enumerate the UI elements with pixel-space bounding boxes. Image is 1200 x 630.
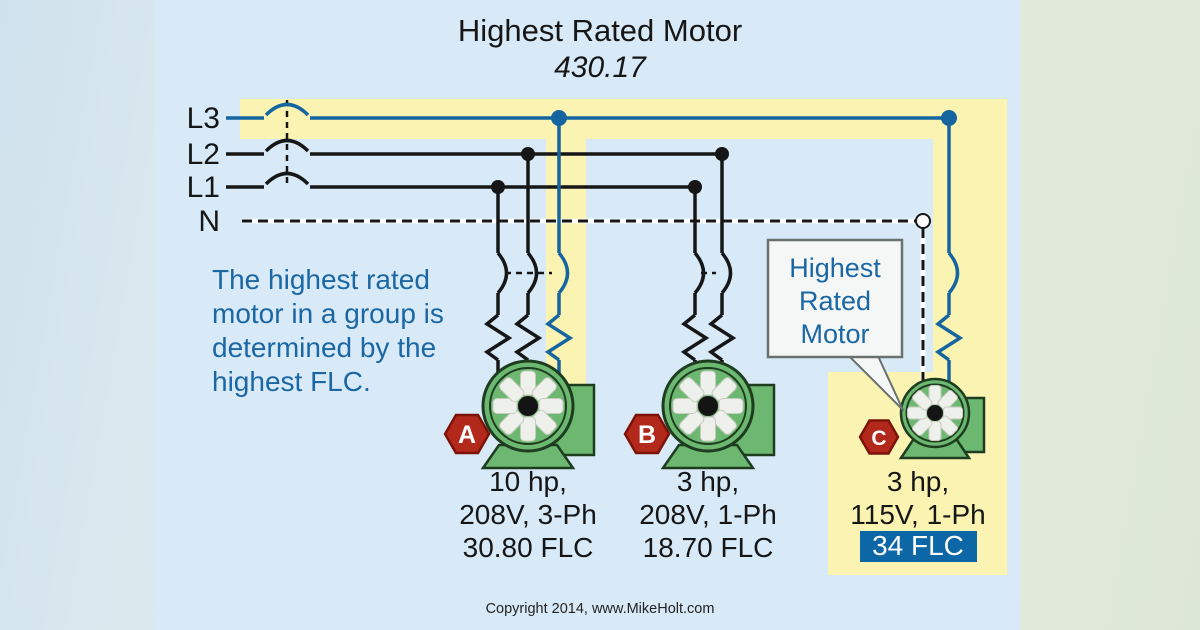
badge-letter-c: C [871,427,886,450]
motor-a-contact-3 [557,251,570,295]
bus-conductors [226,116,949,224]
badge-letter-a: A [458,421,476,449]
motor-a-overload-2 [513,313,543,362]
flc-highlight-box [860,531,977,562]
badge-hexagon-a [443,413,491,455]
copyright-text: Copyright 2014, www.MikeHolt.com [486,601,715,617]
motor-badges: A B C [443,413,900,455]
motor-b-voltage: 208V, 1-Ph [639,499,777,530]
motor-c-flc: 34 FLC [872,530,964,561]
motor-b-overload-1 [680,313,710,362]
breaker-pole-l2 [264,138,310,153]
motor-c-specs: 3 hp, 115V, 1-Ph 34 FLC [850,466,986,562]
motor-b-flc: 18.70 FLC [643,532,774,563]
badge-letter-b: B [638,421,656,449]
bus-labels: L3 L2 L1 N [187,102,220,238]
motor-b-hp: 3 hp, [677,466,739,497]
junction-dot-l1-b [688,180,702,194]
junction-dot-l2-b [715,147,729,161]
motor-c-hp: 3 hp, [887,466,949,497]
page-title: Highest Rated Motor [458,13,742,48]
bus-label-n: N [198,205,220,238]
note-line-4: highest FLC. [212,366,371,397]
callout-line-2: Rated [799,286,871,316]
bus-label-l2: L2 [187,138,220,171]
callout-box [766,238,904,359]
motor-c-branch [915,118,964,388]
highlight-drop-motor-c [933,139,1007,372]
motor-a-contact-2 [526,251,539,295]
callout-line-1: Highest [789,253,881,283]
motor-b-contact-2 [720,251,733,295]
breaker-pole-l3 [264,102,310,117]
motor-a-overload-1 [483,313,513,362]
bus-label-l3: L3 [187,102,220,135]
motor-a-contact-1 [496,251,509,295]
motor-b-contact-1 [693,251,706,295]
breaker-pole-l1 [264,171,310,186]
callout: Highest Rated Motor [766,238,904,411]
junction-dots [491,110,957,194]
note-line-3: determined by the [212,332,436,363]
motor-b-specs: 3 hp, 208V, 1-Ph 18.70 FLC [639,466,777,563]
motor-a-overload-3 [544,313,574,362]
motor-b-overload-2 [707,313,737,362]
badge-hexagon-c [858,419,900,455]
note-line-1: The highest rated [212,264,430,295]
junction-dot-l3-c [941,110,957,126]
motor-a-hp: 10 hp, [489,466,567,497]
motor-a-voltage: 208V, 3-Ph [459,499,597,530]
neutral-tap-dot [915,213,931,229]
bus-label-l1: L1 [187,171,220,204]
note-text: The highest rated motor in a group is de… [212,264,444,397]
badge-hexagon-b [623,413,671,455]
junction-dot-l3-a [551,110,567,126]
motor-a-specs: 10 hp, 208V, 3-Ph 30.80 FLC [459,466,597,563]
motor-c-contact [947,251,960,295]
breaker-symbol [264,100,310,186]
junction-dot-l2-a [521,147,535,161]
motor-c-overload [934,313,964,362]
callout-line-3: Motor [800,319,869,349]
junction-dot-l1-a [491,180,505,194]
motor-a-flc: 30.80 FLC [463,532,594,563]
note-line-2: motor in a group is [212,298,444,329]
code-section-number: 430.17 [554,51,647,84]
motor-c-voltage: 115V, 1-Ph [850,499,985,530]
